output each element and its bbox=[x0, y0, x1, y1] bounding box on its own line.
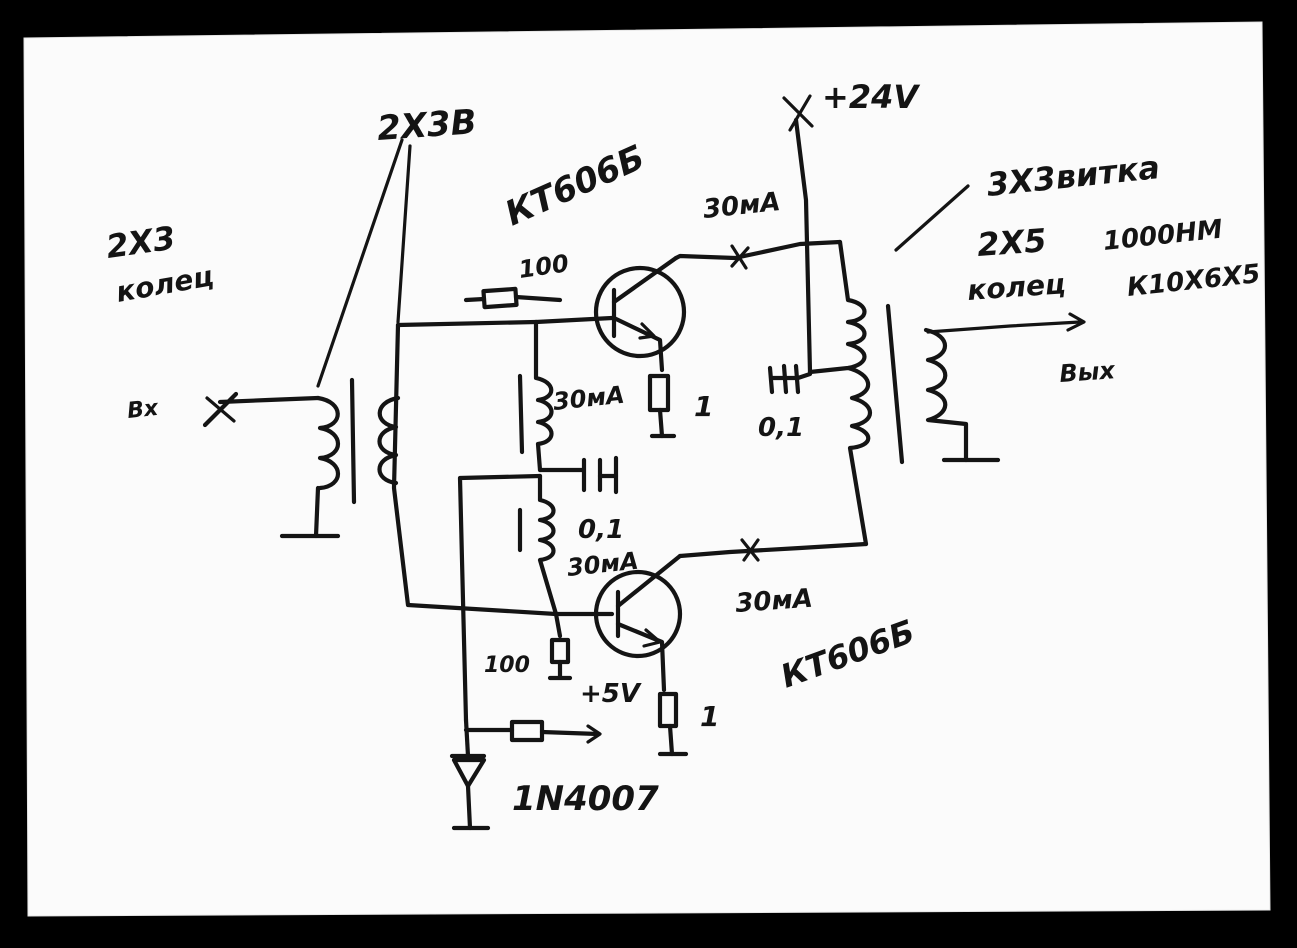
diode-wire bbox=[463, 717, 471, 759]
paper-sheet bbox=[23, 21, 1271, 917]
top-rail-wire bbox=[395, 319, 539, 328]
label-output-core-sub: колец bbox=[966, 267, 1067, 307]
transistor-top-emitter-arrow bbox=[638, 322, 656, 340]
label-diode: 1N4007 bbox=[512, 779, 659, 819]
input-winding-leader bbox=[316, 138, 404, 388]
left-rail-wire bbox=[391, 322, 559, 617]
label-r-emitter-top: 1 bbox=[694, 390, 713, 423]
top-base-wire bbox=[533, 315, 615, 325]
current-break-bottom bbox=[742, 538, 760, 562]
transistor-bottom-collector bbox=[615, 553, 683, 609]
choke-top-coil bbox=[533, 319, 554, 473]
transistor-top-emitter bbox=[611, 315, 665, 373]
transistor-bottom-emitter bbox=[615, 621, 667, 693]
bias-arrow bbox=[586, 724, 602, 744]
base-resistor-bottom-ground bbox=[547, 659, 573, 681]
emitter-resistor-top-wire bbox=[657, 407, 665, 439]
label-cap-right: 0,1 bbox=[758, 413, 804, 443]
diode-wire bbox=[465, 783, 473, 831]
bias-resistor-wire bbox=[539, 729, 601, 737]
input-ground-wire bbox=[313, 485, 321, 539]
label-r-base-top: 100 bbox=[517, 249, 571, 284]
base-resistor-bottom-wire bbox=[553, 611, 563, 639]
label-input-winding: 2X3B bbox=[376, 102, 478, 149]
input-lead-wire bbox=[217, 395, 321, 405]
transistor-top-collector bbox=[611, 255, 679, 305]
label-output-core: 2X5 bbox=[976, 221, 1048, 264]
supply-wire bbox=[793, 117, 813, 375]
choke-bottom-coil bbox=[537, 473, 559, 617]
supply-terminal-mark bbox=[782, 96, 814, 128]
transistor-top-symbol bbox=[593, 265, 687, 359]
label-input-terminal: Вх bbox=[126, 396, 160, 424]
output-primary-coil bbox=[807, 239, 872, 547]
output-secondary-coil bbox=[923, 327, 969, 463]
output-transformer-core bbox=[885, 303, 905, 465]
output-arrow bbox=[1066, 312, 1086, 332]
label-r-base-bottom: 100 bbox=[484, 653, 530, 678]
input-winding-leader bbox=[396, 144, 412, 324]
input-terminal-mark bbox=[205, 396, 236, 423]
output-winding-leader bbox=[894, 184, 970, 252]
label-supply: +24V bbox=[822, 78, 920, 116]
emitter-resistor-bottom-wire bbox=[667, 723, 675, 757]
supply-terminal-mark bbox=[788, 94, 812, 132]
label-r-emitter-bottom: 1 bbox=[700, 700, 719, 733]
transistor-bottom-symbol bbox=[593, 569, 683, 659]
choke-top-core bbox=[517, 373, 525, 455]
input-primary-coil bbox=[315, 395, 340, 491]
input-secondary-coil bbox=[377, 395, 401, 486]
label-output-terminal: Вых bbox=[1058, 356, 1117, 388]
base-resistor-top-wire bbox=[463, 296, 487, 303]
diode-symbol bbox=[449, 753, 487, 789]
label-cap-middle: 0,1 bbox=[578, 515, 624, 545]
label-bias: +5V bbox=[580, 679, 642, 709]
cap-right-wire bbox=[769, 371, 813, 381]
input-transformer-core bbox=[349, 377, 357, 505]
bias-wire bbox=[457, 473, 543, 723]
bottom-collector-wire bbox=[677, 541, 869, 559]
cap-right-plate bbox=[767, 365, 775, 395]
current-break-top bbox=[730, 246, 750, 268]
transistor-bottom-emitter-arrow bbox=[642, 628, 662, 648]
base-resistor-top-wire bbox=[513, 294, 563, 303]
top-collector-wire bbox=[673, 239, 843, 261]
label-current-bottom: 30мА bbox=[734, 584, 813, 619]
output-lead-wire bbox=[926, 320, 1082, 334]
